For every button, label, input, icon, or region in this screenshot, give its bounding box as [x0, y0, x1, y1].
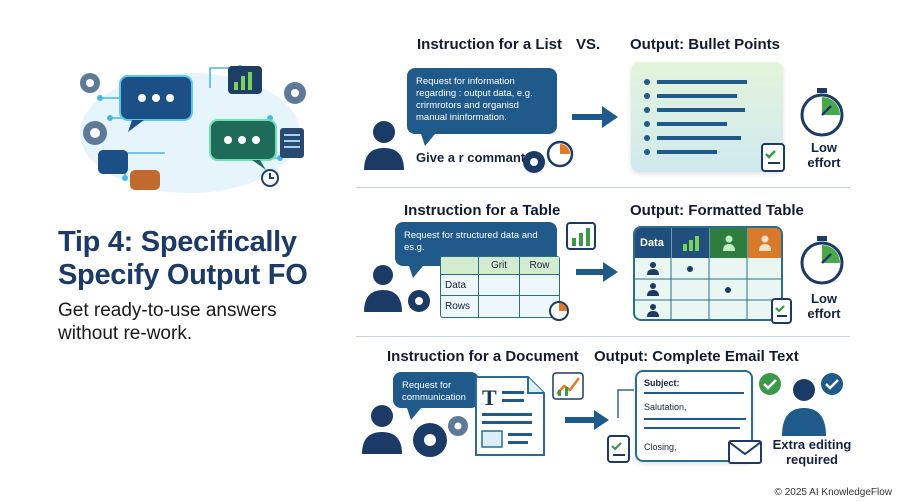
document-output-title: Output: Complete Email Text	[594, 348, 799, 365]
table-instruction-title: Instruction for a Table	[404, 202, 561, 219]
arrow-right-icon	[572, 106, 618, 128]
mini-table-row-label: Rows	[441, 296, 479, 317]
clipboard-check-icon	[607, 435, 630, 463]
effort-label: effort	[807, 305, 841, 321]
page-subtitle: Get ready-to-use answers without re-work…	[58, 300, 348, 346]
table-output-title: Output: Formatted Table	[630, 202, 804, 219]
gears-icon	[413, 416, 468, 457]
timer-icon-low	[800, 88, 844, 137]
user-icon	[364, 265, 402, 312]
email-closing-label: Closing,	[644, 442, 677, 452]
clock-icon	[549, 301, 569, 321]
mini-table-header: Row	[529, 260, 550, 271]
person-check-icon	[759, 373, 843, 436]
low-label: Low	[811, 291, 837, 306]
document-request-text: Request for communication	[402, 380, 466, 403]
header-vs: VS.	[576, 36, 601, 53]
formatted-table-header: Data	[640, 237, 664, 249]
title-line2: Specify Output FO	[58, 259, 308, 292]
copyright-footer: © 2025 AI KnowledgeFlow	[774, 487, 892, 498]
mini-table: Grit Row Data Rows	[440, 256, 560, 318]
section-divider-1	[356, 187, 850, 188]
gear-icon	[408, 290, 430, 312]
header-list-instruction: Instruction for a List	[417, 36, 563, 53]
arrow-right-icon	[565, 410, 609, 430]
person-green-icon	[722, 235, 735, 251]
formatted-table-card: Data	[633, 226, 783, 321]
bullet-points-card	[631, 62, 783, 172]
section-divider-2	[356, 336, 850, 337]
low-effort-label-1: Low effort	[796, 140, 852, 171]
user-icon	[362, 405, 402, 454]
svg-text:T: T	[482, 385, 497, 410]
email-subject-line	[644, 392, 744, 394]
subtitle-line2: without re-work.	[58, 322, 193, 344]
low-label: Low	[811, 140, 837, 155]
list-request-bubble: Request for information regarding : outp…	[407, 68, 557, 146]
document-icon: T	[475, 376, 545, 456]
chart-icon	[566, 222, 596, 250]
timer-icon-low	[800, 236, 844, 285]
ai-chat-illustration	[80, 65, 306, 193]
extra-editing-label: Extra editing required	[766, 437, 858, 468]
extra-editing-line2: required	[785, 451, 838, 467]
page-title: Tip 4: Specifically Specify Output FO	[58, 226, 348, 292]
effort-label: effort	[807, 154, 841, 170]
low-effort-label-2: Low effort	[796, 291, 852, 322]
table-request-text: Request for structured data and es.g.	[404, 230, 538, 253]
email-salutation-label: Salutation,	[644, 402, 687, 412]
envelope-icon	[728, 440, 762, 464]
left-panel: Tip 4: Specifically Specify Output FO Ge…	[0, 0, 350, 502]
email-subject-label: Subject:	[644, 378, 680, 388]
document-instruction-title: Instruction for a Document	[387, 348, 579, 365]
connector-lines	[617, 389, 634, 418]
mini-table-header: Grit	[479, 257, 520, 274]
list-request-text: Request for information regarding : outp…	[416, 76, 533, 123]
document-request-bubble: Request for communication	[393, 372, 479, 420]
title-line1: Specifically	[133, 226, 297, 258]
formatted-table-grid	[635, 258, 781, 319]
extra-editing-line1: Extra editing	[772, 437, 852, 452]
clipboard-check-icon	[771, 298, 792, 324]
bar-chart-icon	[682, 236, 699, 251]
person-orange-icon	[758, 235, 771, 251]
mini-table-row-label: Data	[441, 275, 479, 295]
email-body-line	[644, 418, 746, 420]
gear-clock-icon	[523, 140, 574, 173]
clipboard-check-icon	[761, 143, 785, 172]
bullet-list	[644, 79, 747, 155]
user-icon	[364, 121, 404, 170]
subtitle-line1: Get ready-to-use answers	[58, 300, 277, 321]
arrow-right-icon	[576, 262, 618, 282]
line-chart-icon	[552, 372, 584, 400]
tip-number: Tip 4:	[58, 226, 134, 258]
email-body-line	[644, 427, 740, 429]
header-list-output: Output: Bullet Points	[630, 36, 780, 53]
list-command-text: Give a r commant	[416, 150, 526, 165]
